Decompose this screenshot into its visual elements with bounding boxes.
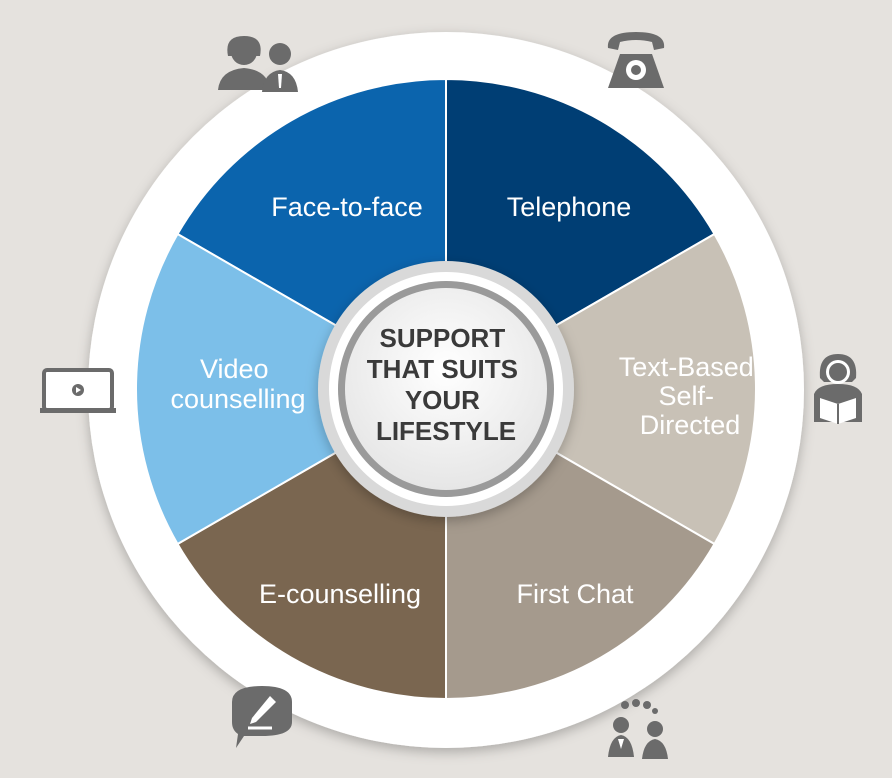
hub-face: [345, 288, 547, 490]
segment-first-chat[interactable]: First Chat: [516, 579, 634, 609]
segment-text-based[interactable]: Text-Based Self- Directed: [619, 352, 762, 440]
center-title: SUPPORT THAT SUITS YOUR LIFESTYLE: [367, 323, 525, 446]
telephone-icon: [607, 32, 665, 88]
people-icon: [218, 36, 298, 92]
segment-label-first-chat: First Chat: [516, 579, 634, 609]
segment-wedges: [135, 77, 757, 701]
pen-message-icon: [232, 686, 292, 748]
chat-people-icon: [608, 699, 668, 759]
video-player-icon: [40, 368, 116, 413]
segment-face-to-face[interactable]: Face-to-face: [271, 192, 423, 222]
segment-e-counselling[interactable]: E-counselling: [259, 579, 421, 609]
segment-label-e-counselling: E-counselling: [259, 579, 421, 609]
reader-icon: [814, 354, 862, 424]
segment-video-counselling[interactable]: Video counselling: [170, 354, 305, 414]
segment-label-telephone: Telephone: [507, 192, 632, 222]
segment-label-video-counselling: Video counselling: [170, 354, 305, 414]
segment-label-face-to-face: Face-to-face: [271, 192, 423, 222]
center-hub: SUPPORT THAT SUITS YOUR LIFESTYLE: [318, 261, 574, 517]
segment-telephone[interactable]: Telephone: [507, 192, 632, 222]
segment-label-text-based: Text-Based Self- Directed: [619, 352, 762, 440]
